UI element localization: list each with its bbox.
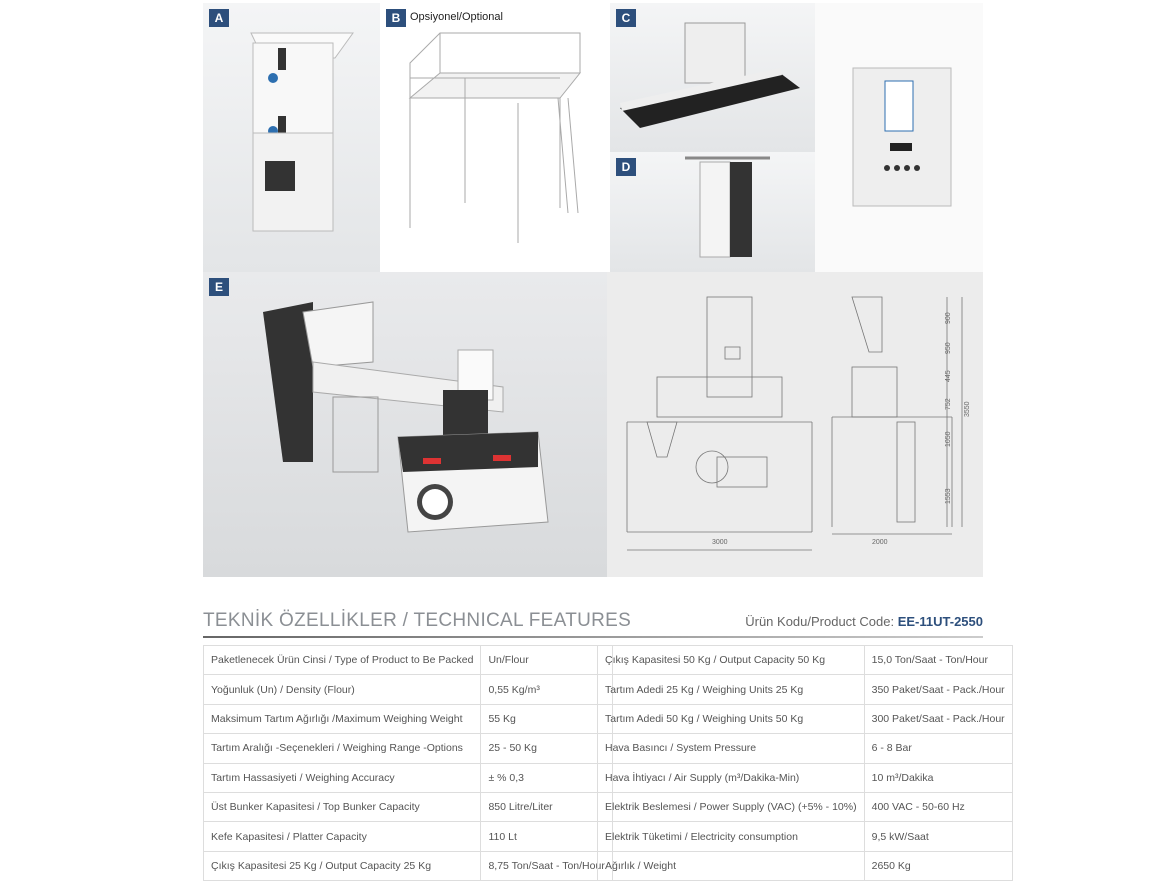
spec-row: Hava İhtiyacı / Air Supply (m³/Dakika-Mi… (597, 762, 1013, 793)
panel-d-badge: D (616, 158, 636, 176)
spec-label: Kefe Kapasitesi / Platter Capacity (202, 821, 482, 852)
product-code-label: Ürün Kodu/Product Code: (745, 614, 898, 629)
control-cabinet-image (852, 67, 952, 207)
product-code-value: EE-11UT-2550 (897, 614, 983, 629)
dim-h6: 1553 (945, 488, 952, 504)
spec-value: 8,75 Ton/Saat - Ton/Hour (480, 850, 613, 881)
spec-label: Çıkış Kapasitesi 50 Kg / Output Capacity… (597, 644, 865, 676)
weigher-image (250, 32, 354, 232)
spec-value: 25 - 50 Kg (480, 733, 613, 764)
spec-row: Tartım Aralığı -Seçenekleri / Weighing R… (202, 733, 613, 764)
dim-h1: 900 (945, 312, 952, 324)
spec-row: Elektrik Beslemesi / Power Supply (VAC) … (597, 791, 1013, 823)
spec-value: 0,55 Kg/m³ (480, 674, 613, 705)
spec-value: 2650 Kg (863, 850, 1013, 881)
spec-row: Tartım Adedi 25 Kg / Weighing Units 25 K… (597, 674, 1013, 705)
spec-label: Elektrik Beslemesi / Power Supply (VAC) … (597, 791, 865, 823)
section-title: TEKNİK ÖZELLİKLER / TECHNICAL FEATURES (203, 610, 632, 631)
spec-label: Üst Bunker Kapasitesi / Top Bunker Capac… (202, 791, 482, 823)
spec-row: Tartım Hassasiyeti / Weighing Accuracy± … (202, 762, 613, 793)
panel-c-conveyor: C (610, 3, 815, 152)
title-divider (203, 636, 983, 638)
spec-label: Tartım Adedi 50 Kg / Weighing Units 50 K… (597, 703, 865, 735)
spec-label: Tartım Hassasiyeti / Weighing Accuracy (202, 762, 482, 793)
spec-value: 9,5 kW/Saat (863, 821, 1013, 852)
spec-value: 55 Kg (480, 703, 613, 735)
auger-filler-image (263, 301, 549, 533)
platform-image (408, 32, 582, 243)
panel-b-badge: B (386, 9, 406, 27)
panel-c-badge: C (616, 9, 636, 27)
spec-value: Un/Flour (480, 644, 613, 676)
spec-label: Hava Basıncı / System Pressure (597, 733, 865, 764)
spec-label: Elektrik Tüketimi / Electricity consumpt… (597, 821, 865, 852)
spec-row: Çıkış Kapasitesi 25 Kg / Output Capacity… (202, 850, 613, 881)
dim-total: 3550 (964, 401, 971, 417)
panel-a-badge: A (209, 9, 229, 27)
spec-label: Tartım Adedi 25 Kg / Weighing Units 25 K… (597, 674, 865, 705)
spec-table-right: Çıkış Kapasitesi 50 Kg / Output Capacity… (597, 644, 1013, 881)
spec-value: 15,0 Ton/Saat - Ton/Hour (863, 644, 1013, 676)
dim-side-width: 2000 (872, 539, 888, 546)
spec-value: 400 VAC - 50-60 Hz (863, 791, 1013, 823)
spec-value: ± % 0,3 (480, 762, 613, 793)
dim-h4: 752 (945, 398, 952, 410)
spec-label: Maksimum Tartım Ağırlığı /Maximum Weighi… (202, 703, 482, 735)
spec-row: Üst Bunker Kapasitesi / Top Bunker Capac… (202, 791, 613, 823)
panel-b-platform: B Opsiyonel/Optional (380, 3, 610, 272)
spec-label: Tartım Aralığı -Seçenekleri / Weighing R… (202, 733, 482, 764)
spec-label: Çıkış Kapasitesi 25 Kg / Output Capacity… (202, 850, 482, 881)
dim-h2: 950 (945, 342, 952, 354)
conveyor-image (620, 22, 800, 128)
spec-label: Hava İhtiyacı / Air Supply (m³/Dakika-Mi… (597, 762, 865, 793)
dim-front-width: 3000 (712, 539, 728, 546)
panel-d-sewing: D (610, 152, 815, 272)
drawing-lines (626, 296, 963, 551)
product-code: Ürün Kodu/Product Code: EE-11UT-2550 (745, 614, 983, 629)
spec-value: 850 Litre/Liter (480, 791, 613, 823)
spec-value: 110 Lt (480, 821, 613, 852)
spec-value: 6 - 8 Bar (863, 733, 1013, 764)
spec-row: Paketlenecek Ürün Cinsi / Type of Produc… (202, 644, 613, 676)
spec-value: 10 m³/Dakika (863, 762, 1013, 793)
panel-e-badge: E (209, 278, 229, 296)
spec-table-left: Paketlenecek Ürün Cinsi / Type of Produc… (202, 644, 613, 881)
spec-value: 350 Paket/Saat - Pack./Hour (863, 674, 1013, 705)
spec-label: Yoğunluk (Un) / Density (Flour) (202, 674, 482, 705)
optional-note: Opsiyonel/Optional (410, 11, 503, 23)
spec-label: Ağırlık / Weight (597, 850, 865, 881)
spec-value: 300 Paket/Saat - Pack./Hour (863, 703, 1013, 735)
spec-row: Tartım Adedi 50 Kg / Weighing Units 50 K… (597, 703, 1013, 735)
drawing-dimensions: 3000 2000 900 950 445 752 1050 1553 3550 (712, 312, 971, 546)
spec-row: Çıkış Kapasitesi 50 Kg / Output Capacity… (597, 644, 1013, 676)
spec-row: Yoğunluk (Un) / Density (Flour)0,55 Kg/m… (202, 674, 613, 705)
panel-e-auger: E (203, 272, 607, 577)
sewing-unit-image (685, 156, 770, 258)
spec-row: Maksimum Tartım Ağırlığı /Maximum Weighi… (202, 703, 613, 735)
dim-h5: 1050 (945, 431, 952, 447)
spec-row: Elektrik Tüketimi / Electricity consumpt… (597, 821, 1013, 852)
dim-h3: 445 (945, 370, 952, 382)
technical-drawing: 3000 2000 900 950 445 752 1050 1553 3550 (607, 272, 983, 577)
panel-a-weigher: A (203, 3, 380, 272)
panel-control-cabinet (815, 3, 983, 272)
spec-label: Paketlenecek Ürün Cinsi / Type of Produc… (202, 644, 482, 676)
